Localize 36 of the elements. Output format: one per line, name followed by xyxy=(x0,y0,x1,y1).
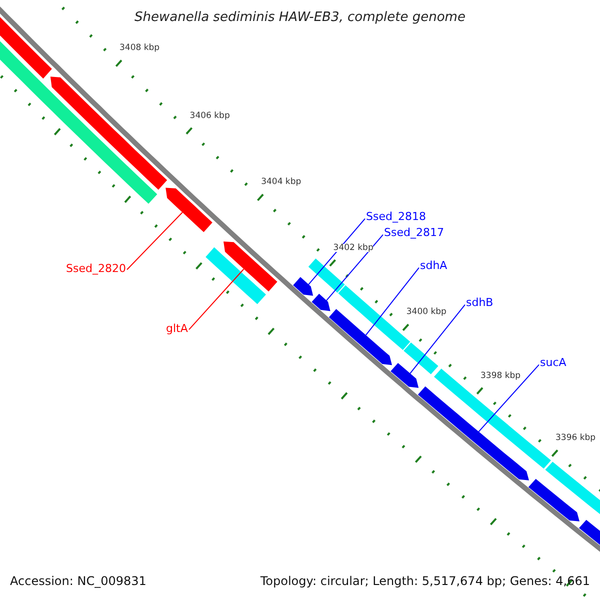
gene-feature xyxy=(404,342,438,374)
title: Shewanella sediminis HAW-EB3, complete genome xyxy=(134,11,466,24)
leader-line xyxy=(365,267,420,336)
scale-label: 3406 kbp xyxy=(190,112,230,120)
accession-text: Accession: NC_009831 xyxy=(10,575,146,587)
scale-label: 3396 kbp xyxy=(556,434,596,443)
leader-line xyxy=(478,364,540,432)
scale-label: 3408 kbp xyxy=(120,44,160,53)
gene-feature xyxy=(293,277,314,296)
leader-line xyxy=(410,304,466,374)
gene-feature xyxy=(308,258,345,293)
scale-label: 3398 kbp xyxy=(480,372,521,380)
gene-feature xyxy=(224,242,278,292)
gene-label: sdhA xyxy=(420,260,448,271)
leader-line xyxy=(326,234,384,301)
gene-label: sdhB xyxy=(466,297,494,308)
gene-feature xyxy=(390,363,419,388)
scale-label: 3402 kbp xyxy=(333,244,374,252)
gene-label: sucA xyxy=(540,357,566,368)
scale-label: 3404 kbp xyxy=(261,178,302,187)
genome-info-text: Topology: circular; Length: 5,517,674 bp; Genes: 4,661 xyxy=(260,575,590,587)
leader-line xyxy=(308,218,366,285)
gene-feature xyxy=(434,368,551,469)
gene-label: Ssed_2817 xyxy=(384,227,444,238)
gene-label: Ssed_2820 xyxy=(66,263,126,274)
leader-line xyxy=(188,268,244,330)
scale-label: 3400 kbp xyxy=(406,308,446,317)
gene-feature xyxy=(50,76,168,190)
gene-label: gltA xyxy=(166,323,188,334)
gene-feature xyxy=(528,478,580,522)
leader-line xyxy=(126,212,183,270)
gene-feature xyxy=(166,188,212,232)
gene-feature xyxy=(206,247,266,304)
gene-label: Ssed_2818 xyxy=(366,211,426,222)
gene-feature xyxy=(328,309,392,366)
gene-feature xyxy=(418,386,529,480)
